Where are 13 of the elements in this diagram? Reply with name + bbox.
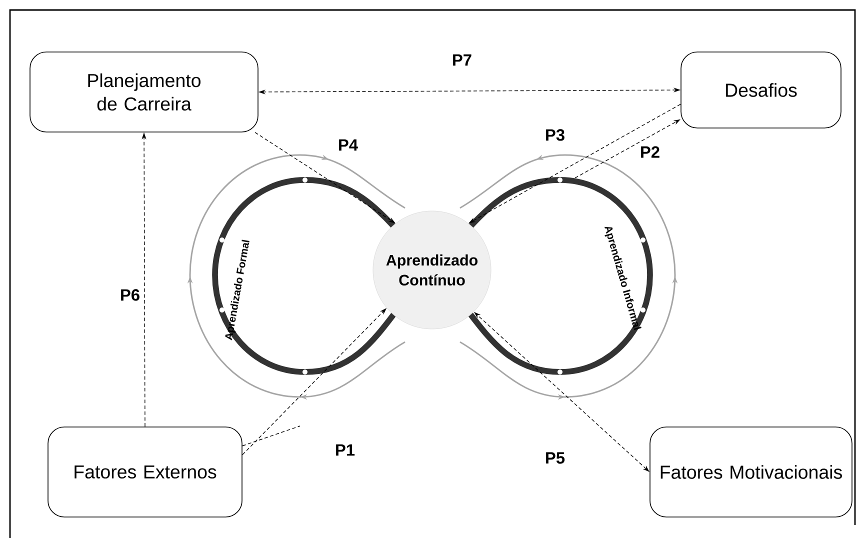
dashed-line <box>242 426 300 446</box>
edge-label: P6 <box>118 288 142 302</box>
edge-label: P4 <box>336 138 360 152</box>
edge-label: P2 <box>638 145 662 159</box>
rounded-box: Desafios <box>680 52 842 128</box>
loop-label: Aprendizado Formal <box>225 240 250 340</box>
edge-label: P7 <box>450 53 474 67</box>
edge-label: P1 <box>334 443 356 457</box>
rounded-box: Fatores Motivacionais <box>650 426 852 518</box>
rounded-box: Fatores Externos <box>48 426 242 518</box>
rounded-box: Planejamento de Carreira <box>30 52 258 132</box>
edge-label: P3 <box>544 128 566 142</box>
edge-label: P5 <box>544 451 566 465</box>
